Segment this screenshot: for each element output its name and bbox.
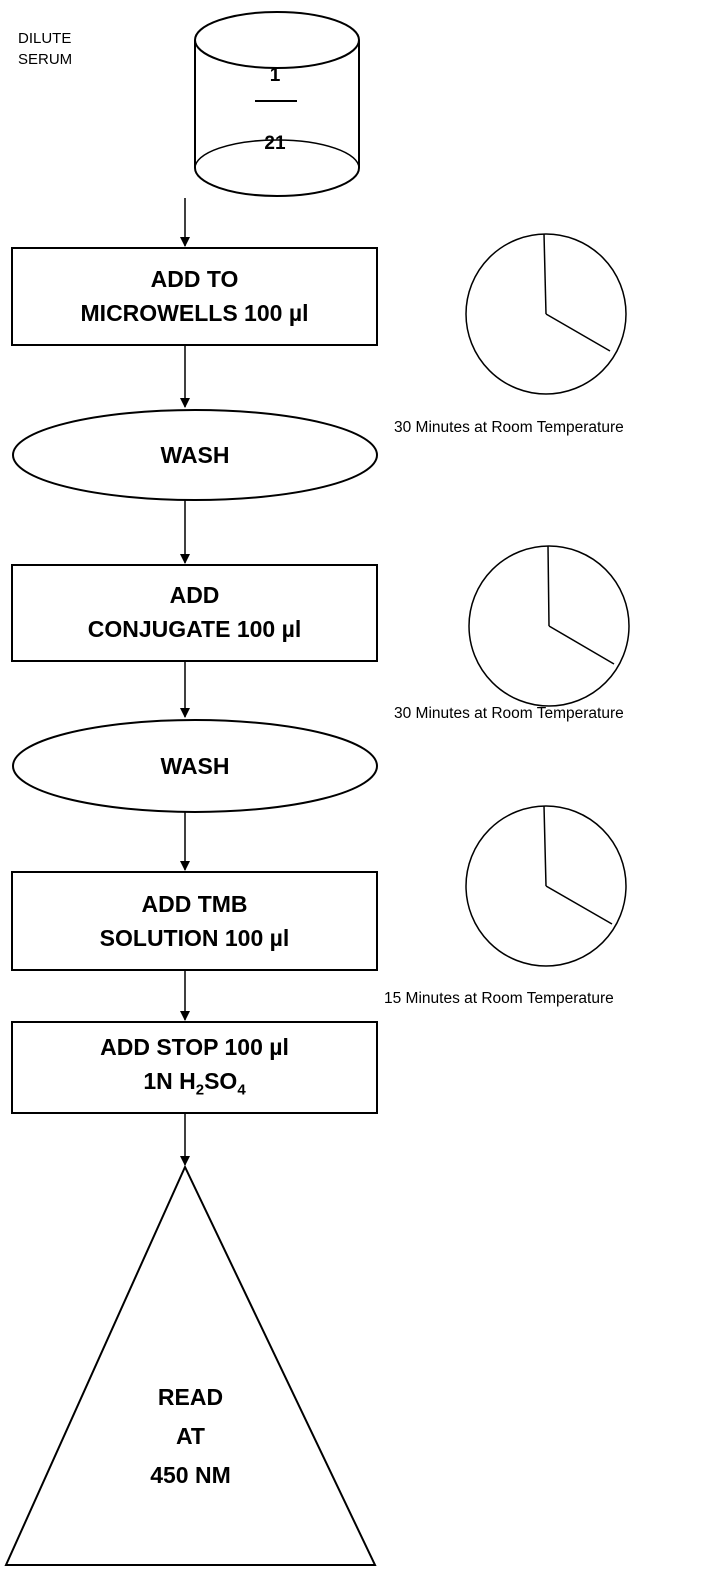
formula-part: SO: [204, 1068, 238, 1094]
wash-step-2-text: WASH: [160, 753, 230, 779]
sample-label-line2: SERUM: [18, 51, 73, 68]
fraction-bar: [255, 100, 297, 102]
step-line: ADD TMB: [141, 891, 248, 917]
sample-cylinder-icon: [194, 11, 360, 197]
step-add-tmb-box: [11, 871, 378, 971]
step-add-conjugate-box: [11, 564, 378, 662]
step-line: SOLUTION 100 µl: [99, 925, 290, 951]
step-add-stop-text: ADD STOP 100 µl 1N H2SO4: [12, 1030, 377, 1108]
step-add-to-microwells-text: ADD TO MICROWELLS 100 µl: [12, 262, 377, 330]
step-line: AT: [176, 1423, 205, 1449]
timer-caption: 15 Minutes at Room Temperature: [384, 990, 614, 1007]
timer-clock-icon: [465, 805, 627, 967]
step-add-stop-box: [11, 1021, 378, 1114]
wash-step-2-ellipse: [12, 719, 378, 813]
formula-subscript: 4: [237, 1081, 246, 1099]
sample-label-line1: DILUTE: [18, 30, 72, 47]
formula-part: 1N H: [143, 1068, 196, 1094]
step-line: ADD STOP 100 µl: [100, 1034, 289, 1060]
step-add-to-microwells-box: [11, 247, 378, 346]
timer-caption: 30 Minutes at Room Temperature: [394, 419, 624, 436]
timer-clock-icon: [465, 233, 627, 395]
step-line: MICROWELLS 100 µl: [80, 300, 309, 326]
timer-caption: 30 Minutes at Room Temperature: [394, 705, 624, 722]
sample-label: DILUTE SERUM: [18, 28, 108, 70]
wash-step-1-ellipse: [12, 409, 378, 501]
step-add-tmb-text: ADD TMB SOLUTION 100 µl: [12, 887, 377, 955]
timer-clock-icon: [468, 545, 630, 707]
step-line: 450 NM: [150, 1462, 231, 1488]
formula-subscript: 2: [195, 1081, 205, 1099]
step-line: ADD TO: [150, 266, 239, 292]
wash-step-1-text: WASH: [160, 442, 230, 468]
step-line: CONJUGATE 100 µl: [87, 616, 302, 642]
step-line: ADD: [169, 582, 220, 608]
read-step-text: READ AT 450 NM: [6, 1378, 375, 1495]
read-triangle: [4, 1164, 377, 1566]
dilution-numerator: 1: [269, 65, 281, 86]
dilution-denominator: 21: [264, 133, 286, 154]
step-line: 1N H2SO4: [12, 1064, 377, 1108]
step-add-conjugate-text: ADD CONJUGATE 100 µl: [12, 578, 377, 646]
step-line: READ: [157, 1384, 224, 1410]
